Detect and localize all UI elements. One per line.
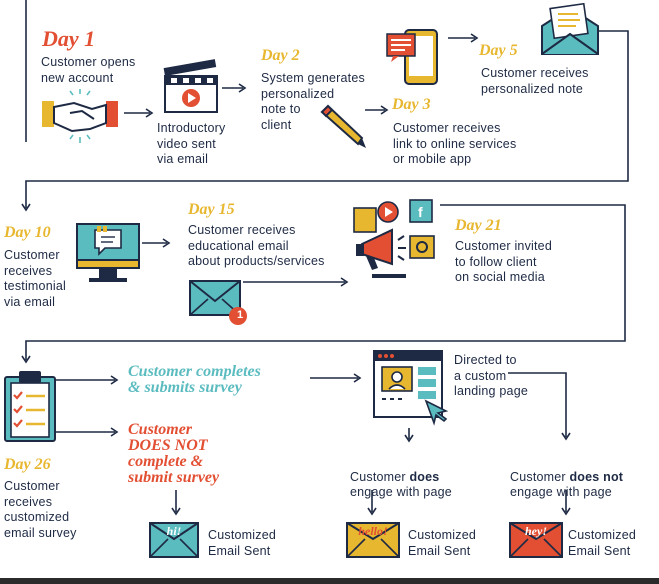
video-clapper-icon	[163, 59, 218, 113]
day21-text: Customer invited to follow client on soc…	[455, 239, 552, 284]
sent3-text: Customized Email Sent	[568, 528, 636, 558]
day10-text: Customer receives testimonial via email	[4, 248, 66, 309]
day15-text: Customer receives educational email abou…	[188, 223, 325, 268]
pen-icon	[320, 104, 366, 148]
survey-not-completed-text: Customer DOES NOT complete & submit surv…	[128, 421, 220, 486]
day26-text: Customer receives customized email surve…	[4, 479, 77, 540]
hey-label: hey!	[525, 524, 547, 538]
does-suffix: engage with page	[350, 485, 452, 499]
day3-label: Day 3	[392, 96, 431, 113]
day26-label: Day 26	[4, 456, 51, 473]
day3-text: Customer receives link to online service…	[393, 121, 517, 166]
day5-text: Customer receives personalized note	[481, 66, 589, 96]
clipboard-checklist-icon	[4, 371, 56, 442]
survey-completed-text: Customer completes & submits survey	[128, 363, 261, 396]
hey-envelope-icon	[509, 522, 563, 558]
doesnot-suffix: engage with page	[510, 485, 612, 499]
day2-text: System generates personalized note to cl…	[261, 71, 365, 132]
monitor-testimonial-icon	[76, 223, 140, 282]
svg-text:f: f	[418, 204, 423, 220]
envelope-letter-icon	[541, 2, 599, 55]
sent2-text: Customized Email Sent	[408, 528, 476, 558]
day2-label: Day 2	[261, 47, 300, 64]
does-prefix: Customer	[350, 469, 410, 484]
email-notification-icon	[189, 280, 247, 325]
hello-label: hello!	[358, 524, 388, 538]
landing-page-icon	[373, 350, 449, 426]
hi-envelope-icon	[149, 522, 199, 558]
hello-envelope-icon	[346, 522, 400, 558]
day10-label: Day 10	[4, 224, 51, 241]
social-media-megaphone-icon: f	[353, 199, 435, 278]
day5-label: Day 5	[479, 42, 518, 59]
mobile-phone-icon	[386, 29, 438, 85]
hi-label: hi!	[166, 524, 182, 538]
day1-text: Customer opens new account	[41, 55, 136, 85]
day1-label: Day 1	[42, 26, 96, 51]
intro-text: Introductory video sent via email	[157, 121, 226, 166]
notification-badge: 1	[236, 309, 244, 321]
sent1-text: Customized Email Sent	[208, 528, 276, 558]
directed-text: Directed to a custom landing page	[454, 353, 528, 398]
day21-label: Day 21	[455, 217, 502, 234]
bottom-bar	[0, 578, 659, 584]
does-bold: does	[409, 469, 440, 484]
handshake-icon	[42, 89, 118, 143]
doesnot-prefix: Customer	[510, 469, 570, 484]
doesnot-bold: does not	[569, 469, 624, 484]
day15-label: Day 15	[188, 201, 235, 218]
